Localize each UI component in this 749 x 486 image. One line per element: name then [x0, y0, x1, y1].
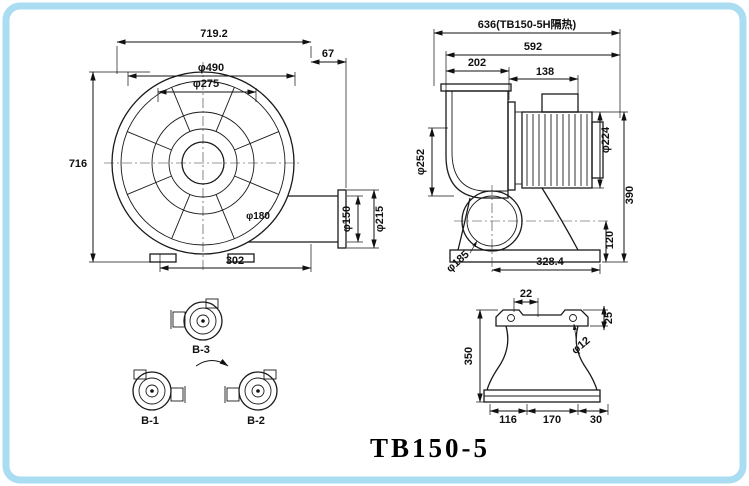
dim-bracket-height: 350	[463, 347, 475, 365]
dim-inlet-cut: φ180	[246, 211, 270, 222]
dim-outer-diameter: φ490	[198, 62, 224, 74]
dim-total-length-note: 636(TB150-5H隔热)	[478, 17, 577, 31]
base-plate	[449, 249, 601, 263]
front-dimensions: 719.2 67 φ490 φ275 716 302 φ150	[69, 28, 386, 272]
dim-lug-height: 25	[603, 312, 615, 324]
bolt-hole-left	[507, 314, 515, 322]
orientation-b2: B-2	[224, 369, 278, 427]
dim-casing-width: 202	[468, 57, 486, 69]
dim-top-offset: 22	[520, 288, 532, 300]
dim-base-c: 30	[590, 414, 602, 426]
side-dimensions: 636(TB150-5H隔热) 592 202 138 φ252 φ224 39…	[415, 17, 636, 275]
dim-base-a: 116	[499, 414, 517, 426]
dim-body-length: 592	[524, 41, 542, 53]
dim-hub-diameter: φ275	[193, 78, 219, 90]
dim-outlet-bore: φ150	[341, 206, 353, 232]
motor	[521, 93, 604, 189]
dim-outlet-height: 120	[604, 231, 616, 249]
orientation-label-b2: B-2	[247, 415, 265, 427]
dim-outlet-flange: φ215	[374, 206, 386, 232]
dim-total-height: 716	[69, 158, 87, 170]
side-view: 636(TB150-5H隔热) 592 202 138 φ252 φ224 39…	[415, 17, 636, 275]
terminal-box	[541, 93, 579, 113]
drawing-title: TB150-5	[370, 433, 490, 463]
dim-motor-spacing: 138	[536, 66, 554, 78]
dim-hole-diameter: φ12	[570, 335, 593, 357]
dim-base-width: 302	[226, 255, 244, 267]
bracket-view: 22 25 φ12 350 116 170 30	[463, 288, 615, 426]
dim-motor-diameter: φ224	[600, 126, 612, 153]
bracket-dimensions: 22 25 φ12 350 116 170 30	[463, 288, 615, 426]
orientation-views: B-3 B-1 B-2	[132, 298, 278, 427]
foot-right	[227, 253, 255, 263]
orientation-label-b3: B-3	[192, 344, 210, 356]
front-view: 719.2 67 φ490 φ275 716 302 φ150	[69, 28, 386, 272]
inlet-flange	[440, 83, 512, 92]
dim-flange-depth: 67	[322, 48, 334, 60]
dim-inlet-diameter: φ252	[415, 149, 427, 175]
outlet-flange	[337, 189, 347, 249]
dim-total-width: 719.2	[200, 28, 228, 40]
orientation-b3: B-3	[170, 298, 223, 356]
dim-base-b: 170	[543, 414, 561, 426]
orientation-b1: B-1	[132, 369, 186, 427]
dim-axis-height: 390	[624, 186, 636, 204]
bolt-hole-right	[569, 314, 577, 322]
outlet-port	[461, 190, 523, 252]
orientation-label-b1: B-1	[141, 415, 159, 427]
dim-base-length: 328.4	[536, 256, 564, 268]
rotation-arrow-icon	[195, 358, 229, 367]
foot-left	[149, 253, 177, 263]
